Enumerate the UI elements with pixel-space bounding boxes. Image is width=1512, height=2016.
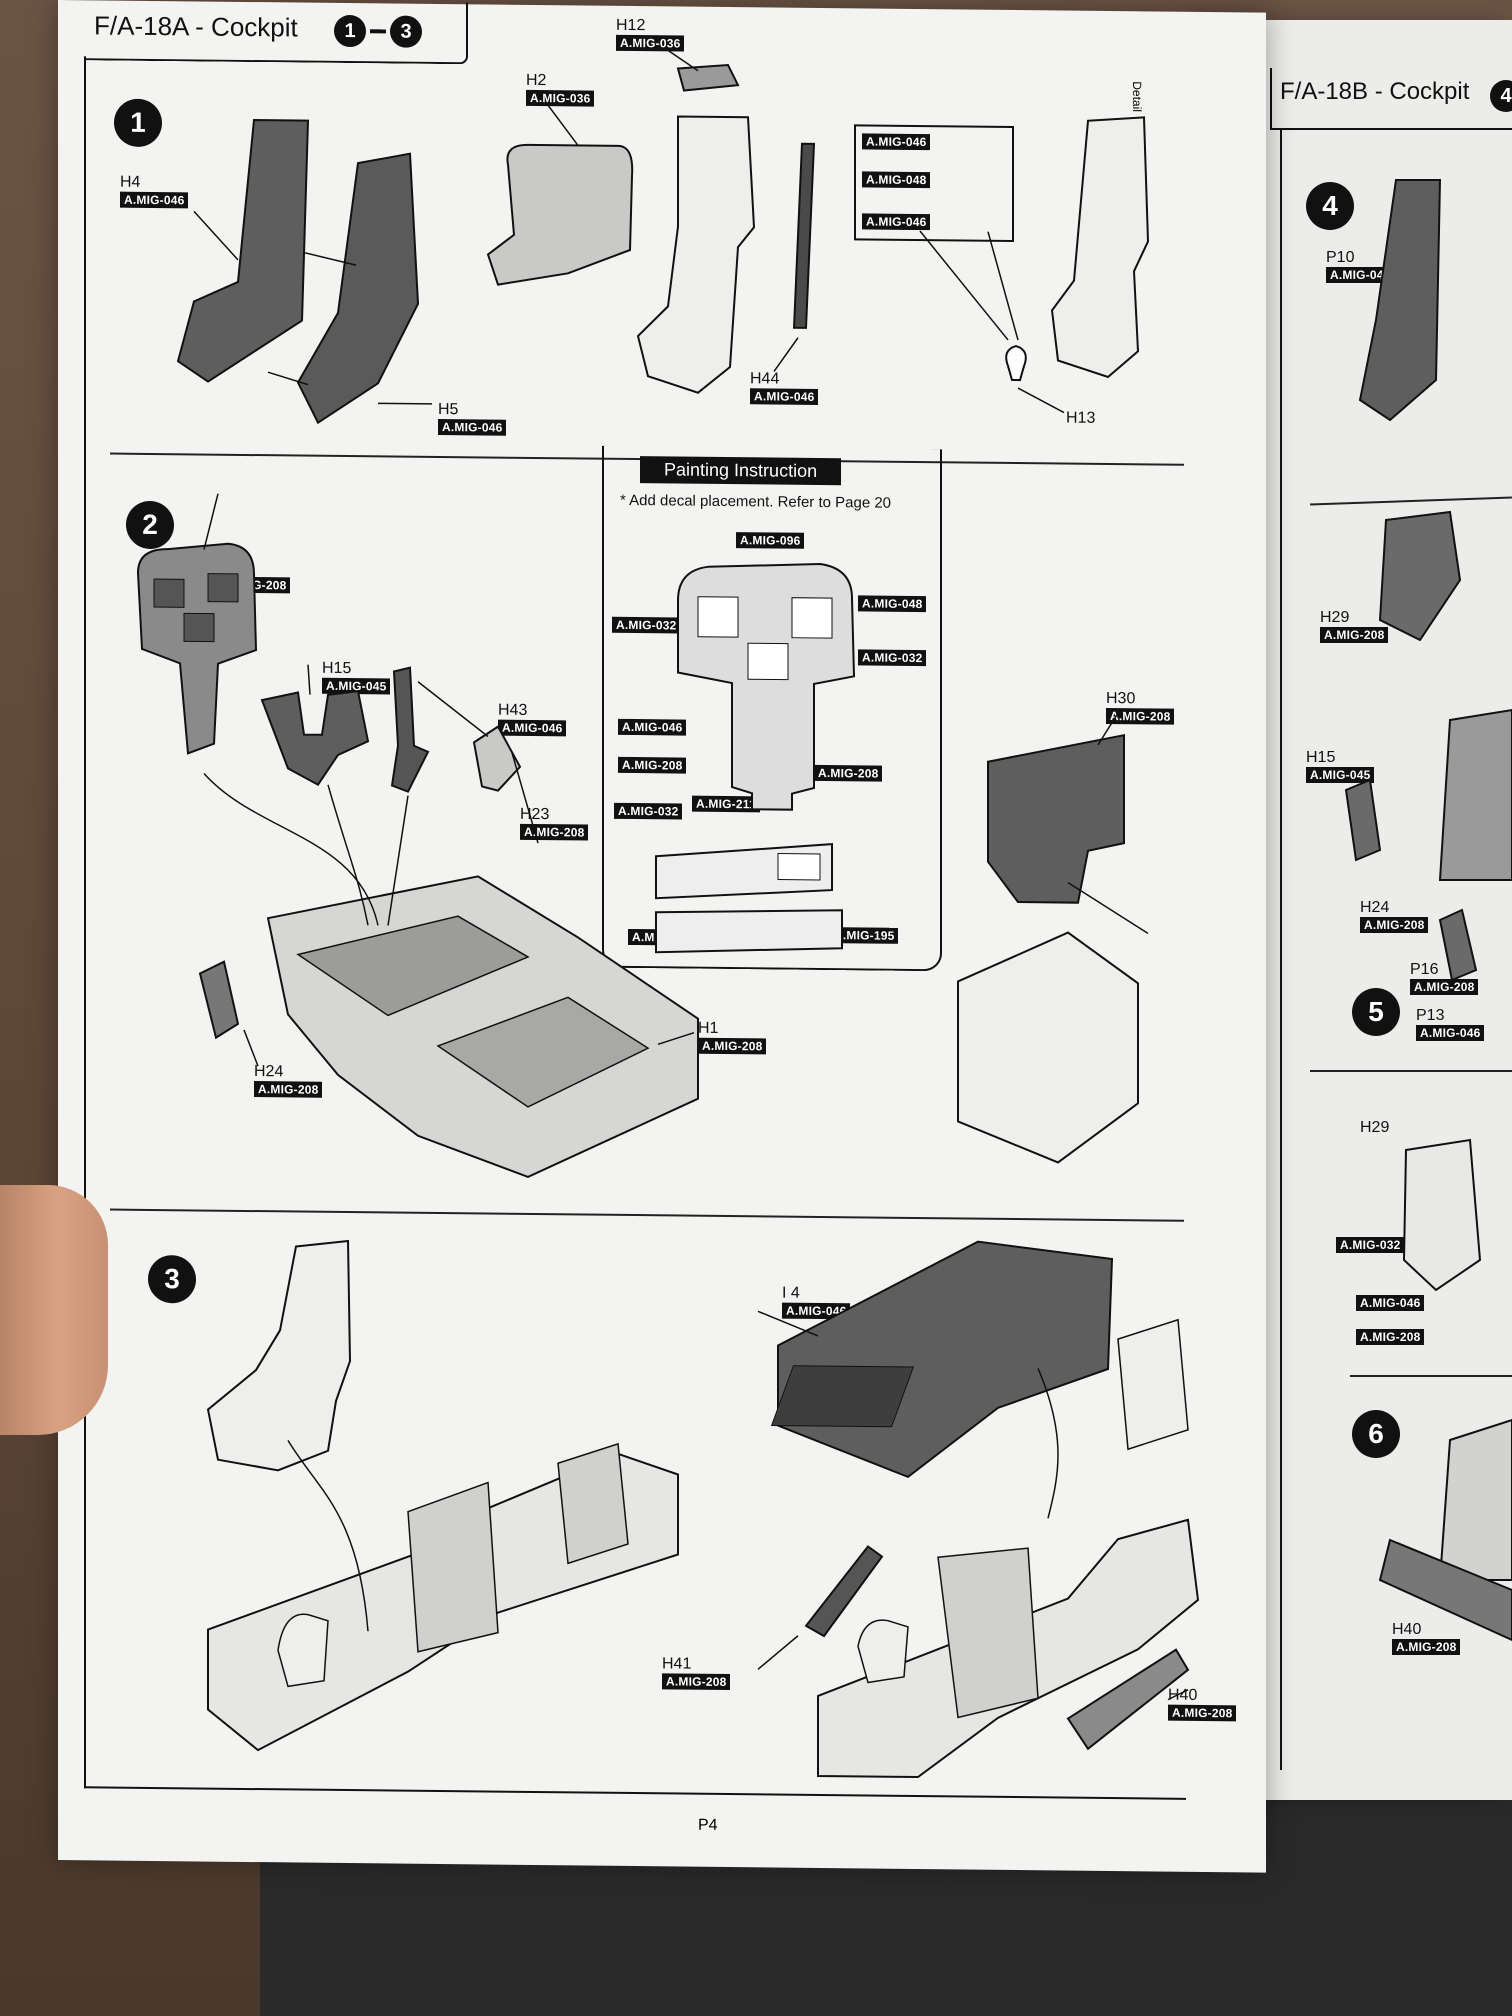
step-6-badge: 6 [1352, 1410, 1400, 1458]
right-divider-3 [1350, 1375, 1512, 1377]
part-label: H29 [1360, 1119, 1390, 1136]
right-divider-2 [1310, 1070, 1512, 1072]
page-number: P4 [698, 1816, 718, 1834]
right-page-drawings [1344, 179, 1512, 1642]
painting-panel-diagrams [655, 562, 856, 954]
paint-tag: A.MIG-046 [1356, 1294, 1425, 1312]
right-header-title: F/A-18B - Cockpit [1280, 78, 1470, 105]
right-header-step: 4 [1490, 80, 1512, 112]
step-5-badge: 5 [1352, 988, 1400, 1036]
step-3-drawings [206, 1239, 1200, 1779]
step-1-drawings [176, 49, 1150, 425]
right-header-frame [1270, 68, 1512, 130]
right-page-frame [1280, 130, 1512, 1770]
step-2-drawings [136, 493, 1149, 1179]
paint-tag: A.MIG-032 [1336, 1236, 1405, 1254]
step-4-badge: 4 [1306, 182, 1354, 230]
paint-tag: A.MIG-208 [1356, 1328, 1425, 1346]
thumb [0, 1185, 108, 1435]
